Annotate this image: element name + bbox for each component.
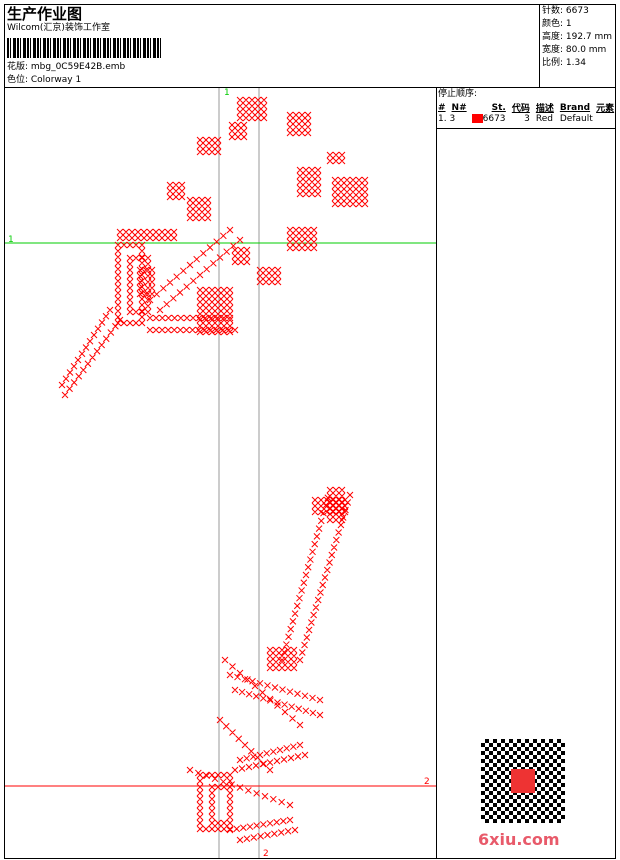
logo-seal	[511, 769, 535, 793]
row-brand: Default	[559, 114, 593, 124]
guide-label: 1	[8, 235, 14, 245]
stitch-crosses	[58, 96, 369, 844]
col-stitches: St.	[491, 102, 506, 113]
guide-label: 2	[263, 849, 269, 859]
col-element: 元素	[596, 104, 615, 114]
col-number: N#	[451, 102, 467, 113]
row-desc: Red	[535, 114, 553, 124]
row-stitches: 6673	[482, 114, 506, 124]
stop-sequence-title: 停止顺序:	[438, 89, 478, 99]
barcode	[7, 38, 162, 58]
guide-label: 2	[424, 777, 430, 787]
row-number: 1. 3	[438, 114, 456, 124]
stat-stitches: 针数: 6673	[542, 6, 589, 16]
design-file: 花版: mbg_0C59E42B.emb	[7, 62, 126, 72]
col-desc: 描述	[535, 104, 554, 114]
stop-sequence-table: # N# St. 代码 描述 Brand 元素 1. 3 6673 3 Red …	[435, 101, 617, 125]
col-index: #	[438, 102, 446, 113]
divider	[436, 128, 616, 129]
row-code: 3	[524, 114, 530, 124]
col-brand: Brand	[559, 102, 591, 113]
color-swatch	[471, 114, 483, 123]
col-code: 代码	[511, 104, 530, 114]
stop-sequence-panel	[436, 87, 616, 859]
stat-height: 高度: 192.7 mm	[542, 32, 613, 42]
company-name: Wilcom(汇京)装饰工作室	[7, 23, 110, 33]
stat-colors: 颜色: 1	[542, 19, 572, 29]
table-row[interactable]: 1. 3 6673 3 Red Default	[435, 114, 617, 124]
watermark: 6xiu.com	[478, 830, 560, 849]
qr-code	[481, 739, 565, 823]
guide-label: 1	[224, 88, 230, 98]
page-title: 生产作业图	[7, 5, 83, 23]
table-header: # N# St. 代码 描述 Brand 元素	[435, 101, 617, 115]
stat-scale: 比例: 1.34	[542, 58, 586, 68]
stat-width: 宽度: 80.0 mm	[542, 45, 607, 55]
colorway: 色位: Colorway 1	[7, 75, 82, 85]
